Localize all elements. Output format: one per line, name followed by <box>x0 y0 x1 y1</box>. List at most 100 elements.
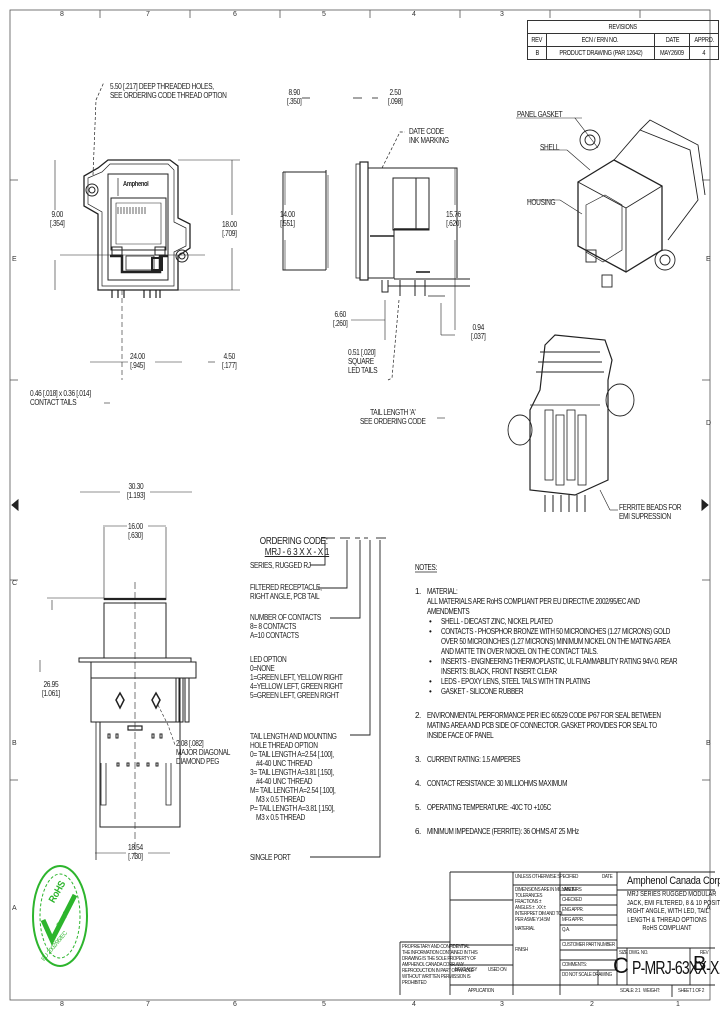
note-number: 2. <box>415 711 421 720</box>
zone-bottom-5: 5 <box>322 1001 326 1008</box>
zone-right-a: A <box>706 905 711 912</box>
eng-appr-label: ENG APPR. <box>562 907 584 913</box>
rohs-stamp <box>32 865 88 967</box>
dim-side-right-small: 0.94 [.037] <box>471 323 486 341</box>
rev-cell: B <box>527 46 547 60</box>
zone-top-3: 3 <box>500 11 504 18</box>
sheet-border <box>9 9 711 1001</box>
ordering-led-option: LED OPTION 0=NONE 1=GREEN LEFT, YELLOW R… <box>250 655 343 700</box>
ordering-code-leaders <box>310 537 386 858</box>
note-line: ENVIRONMENTAL PERFORMANCE PER IEC 60529 … <box>427 711 661 720</box>
notes-title: NOTES: <box>415 563 437 572</box>
note-line: OPERATING TEMPERATURE: -40C TO +105C <box>427 803 551 812</box>
drawing-description: MRJ SERIES RUGGED MODULAR JACK, EMI FILT… <box>627 891 720 932</box>
zone-bottom-7: 7 <box>146 1001 150 1008</box>
note-number: 6. <box>415 827 421 836</box>
zone-left-e: E <box>12 256 17 263</box>
shell-label: SHELL <box>540 143 560 152</box>
ordering-series: SERIES, RUGGED RJ <box>250 561 311 570</box>
revision-row: B PRODUCT DRAWING (PAR 12642) MAY26/09 4 <box>527 46 720 60</box>
drawing-size: C <box>613 953 629 978</box>
iso-view-top <box>516 117 706 288</box>
drawing-number: P-MRJ-63XX-X1 <box>632 958 720 978</box>
housing-label: HOUSING <box>527 198 556 207</box>
customer-part-number-label: CUSTOMER PART NUMBER <box>562 942 615 948</box>
note-5: 5. OPERATING TEMPERATURE: -40C TO +105C <box>415 803 715 813</box>
unless-specified: UNLESS OTHERWISE SPECIFIED <box>515 874 579 880</box>
sheet-number: SHEET 1 OF 2 <box>678 988 705 994</box>
size-label: SIZE <box>619 950 628 956</box>
drawn-by: YANLIU <box>562 887 576 893</box>
revisions-title: REVISIONS <box>526 20 720 34</box>
rev-header: REV <box>527 33 547 47</box>
revision-table: REVISIONS REV ECN / ERN NO. DATE APPRD. … <box>526 20 720 60</box>
note-number: 3. <box>415 755 421 764</box>
bottom-view <box>39 491 197 860</box>
ecn-cell: PRODUCT DRAWING (PAR 12642) <box>545 46 656 60</box>
dim-bottom-body: 16.00 [.630] <box>128 522 143 540</box>
note-line: MATING AREA AND PCB SIDE OF CONNECTOR. G… <box>427 721 657 730</box>
note-line: AMENDMENTS <box>427 607 470 616</box>
note-1: 1. MATERIAL: ALL MATERIALS ARE RoHS COMP… <box>415 587 715 697</box>
note-6: 6. MINIMUM IMPEDANCE (FERRITE): 36 OHMS … <box>415 827 715 837</box>
note-bullet: GASKET - SILICONE RUBBER <box>427 687 715 697</box>
material-label: MATERIAL <box>515 926 535 932</box>
date-cell: MAY26/09 <box>654 46 691 60</box>
ordering-receptacle: FILTERED RECEPTACLE, RIGHT ANGLE, PCB TA… <box>250 583 322 601</box>
note-line: MATERIAL: <box>427 587 458 596</box>
note-3: 3. CURRENT RATING: 1.5 AMPERES <box>415 755 715 765</box>
zone-top-4: 4 <box>412 11 416 18</box>
date-header: DATE <box>654 33 691 47</box>
amphenol-logo-text: Amphenol <box>123 181 149 188</box>
company-name: Amphenol Canada Corp. <box>627 875 720 887</box>
front-view <box>54 81 240 404</box>
zone-right-b: B <box>706 740 711 747</box>
zone-left-b: B <box>12 740 17 747</box>
zone-left-c: C <box>12 580 18 587</box>
dim-bottom-height: 26.95 [1.061] <box>42 680 60 698</box>
zone-bottom-4: 4 <box>412 1001 416 1008</box>
note-line: MINIMUM IMPEDANCE (FERRITE): 36 OHMS AT … <box>427 827 579 836</box>
proprietary-notice: PROPRIETARY AND CONFIDENTIAL THE INFORMA… <box>402 944 478 986</box>
center-arrows <box>11 498 709 512</box>
mfg-appr-label: MFG APPR. <box>562 917 584 923</box>
diamond-peg-callout: 2.08 [.082] MAJOR DIAGONAL DIAMOND PEG <box>176 739 231 766</box>
panel-gasket-label: PANEL GASKET <box>517 110 563 119</box>
qa-label: Q.A. <box>562 927 570 933</box>
dim-side-height-right: 15.76 [.620] <box>446 210 461 228</box>
note-number: 1. <box>415 587 421 596</box>
note-number: 4. <box>415 779 421 788</box>
dim-front-height-left: 9.00 [.354] <box>50 210 65 228</box>
comments-label: COMMENTS: <box>562 962 587 968</box>
title-block-lines <box>399 871 715 997</box>
next-assy-label: NEXT ASSY <box>455 967 478 973</box>
ferrite-beads-callout: FERRITE BEADS FOR EMI SUPRESSION <box>619 503 682 521</box>
dim-side-top-right: 2.50 [.098] <box>388 88 403 106</box>
finish-label: FINISH <box>515 947 528 953</box>
zone-top-5: 5 <box>322 11 326 18</box>
apprd-header: APPRD. <box>689 33 720 47</box>
dim-side-top-left: 8.90 [.350] <box>287 88 302 106</box>
checked-label: CHECKED <box>562 897 582 903</box>
dimensions-note: DIMENSIONS ARE IN MILLIMETERS TOLERANCES… <box>515 887 582 923</box>
side-view <box>282 97 470 419</box>
ordering-code-value: MRJ - 6 3 X X - X 1 <box>264 547 330 558</box>
note-bullet: CONTACTS - PHOSPHOR BRONZE WITH 50 MICRO… <box>427 627 715 657</box>
dwg-no-label: DWG. NO. <box>629 950 648 956</box>
used-on-label: USED ON <box>488 967 507 973</box>
drawing-revision: B <box>693 953 707 975</box>
do-not-scale: DO NOT SCALE DRAWING <box>562 972 612 978</box>
ecn-header: ECN / ERN NO. <box>545 33 656 47</box>
ordering-code-label: ORDERING CODE: MRJ - 6 3 X X - X 1 <box>252 525 330 569</box>
dim-front-height-right: 18.00 [.709] <box>222 220 237 238</box>
zone-bottom-2: 2 <box>590 1001 594 1008</box>
zone-bottom-1: 1 <box>676 1001 680 1008</box>
note-bullet: LEDS - EPOXY LENS, STEEL TAILS WITH TIN … <box>427 677 715 687</box>
led-tails-callout: 0.51 [.020] SQUARE LED TAILS <box>348 348 378 375</box>
date-code-callout: DATE CODE INK MARKING <box>409 127 449 145</box>
note-line: INSIDE FACE OF PANEL <box>427 731 494 740</box>
dim-bottom-overall: 30.30 [1.193] <box>127 482 145 500</box>
ordering-tail-length: TAIL LENGTH AND MOUNTING HOLE THREAD OPT… <box>250 732 337 822</box>
